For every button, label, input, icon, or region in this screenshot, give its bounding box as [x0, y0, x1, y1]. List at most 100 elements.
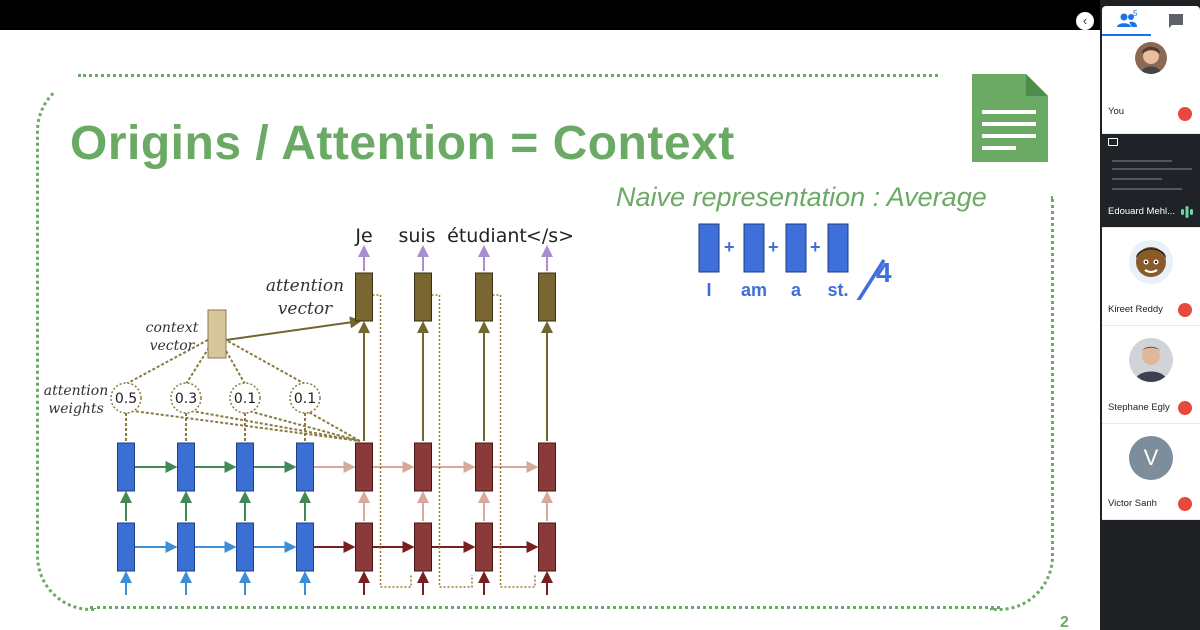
output-word: Je: [354, 225, 372, 247]
output-word: </s>: [526, 225, 574, 247]
input-word: <s>: [343, 604, 385, 605]
people-icon: [1116, 13, 1137, 27]
decoder-cell: [538, 522, 556, 572]
presenting-screen-icon: [1108, 138, 1118, 146]
plus-sign: +: [768, 237, 779, 257]
context-vector-label: context: [146, 320, 199, 336]
naive-word: am: [741, 280, 767, 300]
attention-weight-value: 0.1: [234, 391, 256, 407]
participant-tile[interactable]: Kireet Reddy: [1102, 228, 1200, 326]
encoder-cell: [177, 522, 195, 572]
attention-weights-label: attention: [44, 383, 108, 399]
encoder-cell: [117, 442, 135, 492]
top-bar: [0, 0, 1100, 30]
participant-name: Stephane Egly: [1108, 402, 1170, 413]
attention-vector-cell: [538, 272, 556, 322]
slide-frame-bottom: [90, 606, 1000, 609]
attention-vector-cell: [475, 272, 493, 322]
document-icon: [972, 74, 1048, 162]
naive-representation-text: Naive representation : Average: [616, 182, 987, 212]
participant-tile[interactable]: You: [1102, 36, 1200, 134]
participant-tile-presenting[interactable]: Edouard Mehl...: [1102, 134, 1200, 228]
input-word: I: [123, 604, 129, 605]
weight-link: [244, 409, 361, 442]
participants-sidebar: 5 You Edouard Mehl...: [1100, 0, 1200, 630]
naive-word: st.: [827, 280, 848, 300]
participants-list: You Edouard Mehl... Kireet Reddy: [1102, 36, 1200, 520]
mic-muted-icon: [1178, 303, 1192, 317]
mic-muted-icon: [1178, 107, 1192, 121]
context-to-attention: [225, 316, 362, 341]
decoder-cell: [414, 522, 432, 572]
avatar: [1135, 42, 1167, 74]
slide-frame-right: [990, 196, 1054, 611]
attention-weight-value: 0.5: [115, 391, 137, 407]
context-link: [216, 334, 306, 385]
tab-people[interactable]: 5: [1102, 6, 1151, 36]
attention-weight-circle: [229, 382, 261, 414]
slide-title: Origins / Attention = Context: [70, 117, 735, 170]
speaking-indicator-icon: [1181, 206, 1193, 218]
feedback-path: [492, 294, 536, 588]
participant-name: Victor Sanh: [1108, 498, 1157, 509]
chat-icon: [1168, 14, 1183, 28]
context-link: [125, 334, 218, 385]
output-word: étudiant: [447, 225, 527, 247]
input-word: suis: [465, 604, 502, 605]
attention-weight-value: 0.3: [175, 391, 197, 407]
naive-vector: [827, 223, 849, 273]
attention-diagram: 0.50.30.10.1Iamastudent<s>Jesuisétudiant…: [44, 225, 587, 605]
attention-vector-label: vector: [278, 299, 333, 319]
weight-link: [185, 409, 361, 442]
attention-vector-label: attention: [266, 276, 344, 296]
input-word: am: [171, 604, 201, 605]
sidebar-tabs: 5: [1102, 6, 1200, 36]
naive-average-diagram: + + + 4 I am a st.: [698, 223, 892, 300]
encoder-cell: [117, 522, 135, 572]
encoder-cell: [236, 442, 254, 492]
presentation-slide: Origins / Attention = Context Naive repr…: [0, 30, 1100, 630]
attention-weight-circle: [170, 382, 202, 414]
collapse-sidebar-button[interactable]: ‹: [1076, 12, 1094, 30]
participant-tile[interactable]: V Victor Sanh: [1102, 424, 1200, 520]
naive-word: a: [791, 280, 802, 300]
slide-frame-top: [78, 74, 938, 77]
output-word: suis: [398, 225, 435, 247]
naive-vector: [698, 223, 720, 273]
encoder-cell: [177, 442, 195, 492]
attention-vector-cell: [355, 272, 373, 322]
participant-name: You: [1108, 106, 1125, 117]
decoder-cell: [538, 442, 556, 492]
encoder-cell: [296, 442, 314, 492]
avatar: [1129, 240, 1173, 284]
attention-weight-value: 0.1: [294, 391, 316, 407]
input-word: student: [275, 604, 348, 605]
tab-chat[interactable]: [1151, 6, 1200, 36]
decoder-cell: [355, 442, 373, 492]
decoder-cell: [475, 442, 493, 492]
people-count: 5: [1133, 9, 1138, 18]
naive-vector: [743, 223, 765, 273]
weight-link: [304, 409, 361, 442]
input-word: Je: [413, 604, 431, 605]
plus-sign: +: [810, 237, 821, 257]
naive-divisor: 4: [876, 257, 892, 288]
weight-link: [125, 409, 361, 442]
naive-vectors: [698, 223, 849, 273]
feedback-path: [431, 294, 473, 588]
attention-weight-circle: [289, 382, 321, 414]
decoder-cell: [355, 522, 373, 572]
participant-name: Edouard Mehl...: [1108, 206, 1176, 217]
decoder-cell: [414, 442, 432, 492]
input-word: étudiant: [507, 604, 587, 605]
avatar: [1129, 338, 1173, 382]
screen-share-thumbnail: [1112, 160, 1192, 190]
mic-muted-icon: [1178, 497, 1192, 511]
context-vector-cell: [207, 309, 227, 359]
naive-vector: [785, 223, 807, 273]
decoder-cell: [475, 522, 493, 572]
naive-word: I: [706, 280, 711, 300]
plus-sign: +: [724, 237, 735, 257]
participant-name: Kireet Reddy: [1108, 304, 1163, 315]
participant-tile[interactable]: Stephane Egly: [1102, 326, 1200, 424]
